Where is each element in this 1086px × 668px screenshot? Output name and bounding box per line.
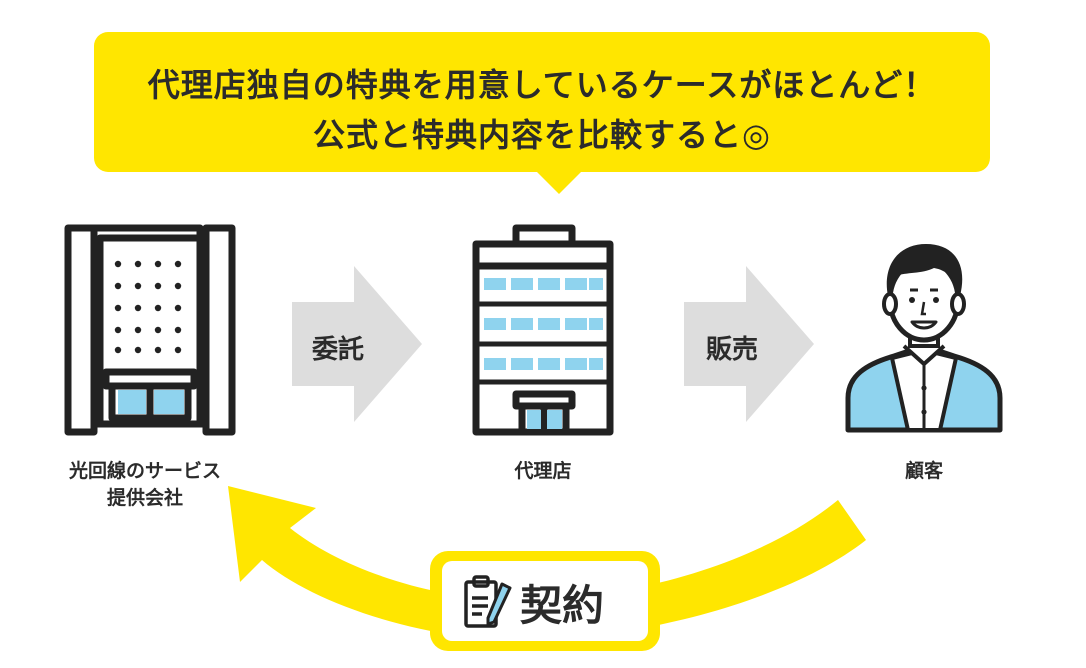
contract-label: 契約 xyxy=(520,581,605,630)
sell-arrow xyxy=(684,266,814,422)
provider-building-icon xyxy=(64,224,236,436)
entrust-label: 委託 xyxy=(312,335,365,365)
agency-label: 代理店 xyxy=(514,460,572,482)
entrust-arrow xyxy=(292,266,422,422)
clipboard-pen-icon xyxy=(464,575,512,628)
agency-building-windows xyxy=(484,278,603,429)
agency-building-icon xyxy=(472,224,614,436)
callout-bubble xyxy=(94,32,990,172)
headline-line-1: 代理店独自の特典を用意しているケースがほとんど！ xyxy=(147,66,937,104)
return-arrow-body xyxy=(228,486,866,640)
customer-person-icon xyxy=(845,244,1003,433)
headline-line-2: 公式と特典内容を比較すると◎ xyxy=(313,116,771,154)
customer-label: 顧客 xyxy=(904,460,943,482)
provider-label-line-2: 提供会社 xyxy=(106,487,183,509)
provider-label-line-1: 光回線のサービス xyxy=(68,460,221,482)
sell-label: 販売 xyxy=(706,335,759,365)
callout-bubble-tail xyxy=(535,170,583,194)
provider-building-dots xyxy=(114,260,182,354)
provider-label: 光回線のサービス 提供会社 xyxy=(40,458,250,512)
